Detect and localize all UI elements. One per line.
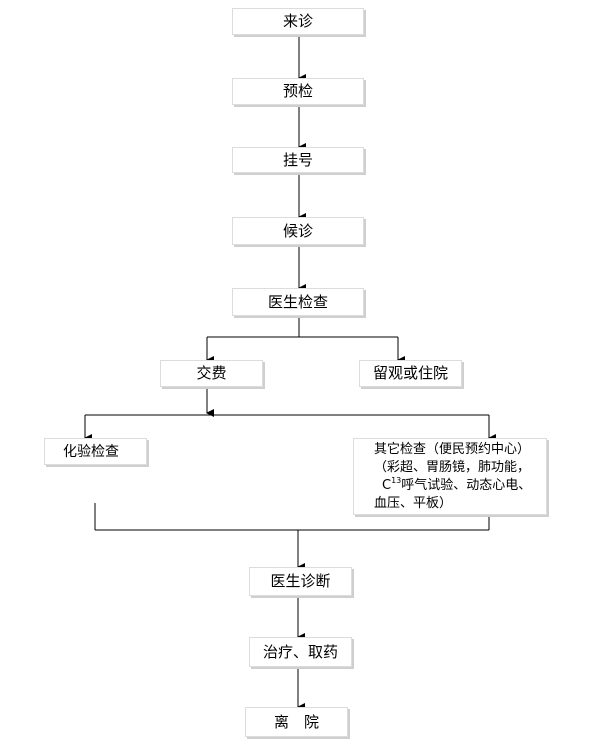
- other-exam-line2: （彩超、胃肠镜，肺功能，: [374, 460, 531, 475]
- other-exam-line1: 其它检查（便民预约中心）: [374, 442, 531, 457]
- node-precheck: 预检: [232, 78, 364, 105]
- other-exam-line3-rest: 呼气试验、动态心电、: [401, 478, 532, 493]
- node-leave: 离 院: [245, 707, 348, 737]
- node-register: 挂号: [232, 147, 364, 173]
- other-exam-line3-sup: 13: [391, 476, 402, 485]
- other-exam-line3-prefix: C: [382, 478, 392, 493]
- other-exam-line4: 血压、平板）: [374, 496, 453, 511]
- node-treatment: 治疗、取药: [249, 637, 352, 667]
- node-doctor-exam: 医生检查: [232, 288, 364, 316]
- node-lab-test: 化验检查: [44, 438, 147, 465]
- node-visit: 来诊: [232, 8, 364, 35]
- other-exam-line3: C13呼气试验、动态心电、: [374, 477, 540, 495]
- node-diagnosis: 医生诊断: [249, 567, 352, 596]
- node-pay: 交费: [160, 360, 263, 387]
- node-other-exam: 其它检查（便民预约中心） （彩超、胃肠镜，肺功能， C13呼气试验、动态心电、 …: [353, 438, 547, 515]
- node-stay-or-admit: 留观或住院: [359, 360, 462, 387]
- node-wait: 候诊: [232, 217, 364, 245]
